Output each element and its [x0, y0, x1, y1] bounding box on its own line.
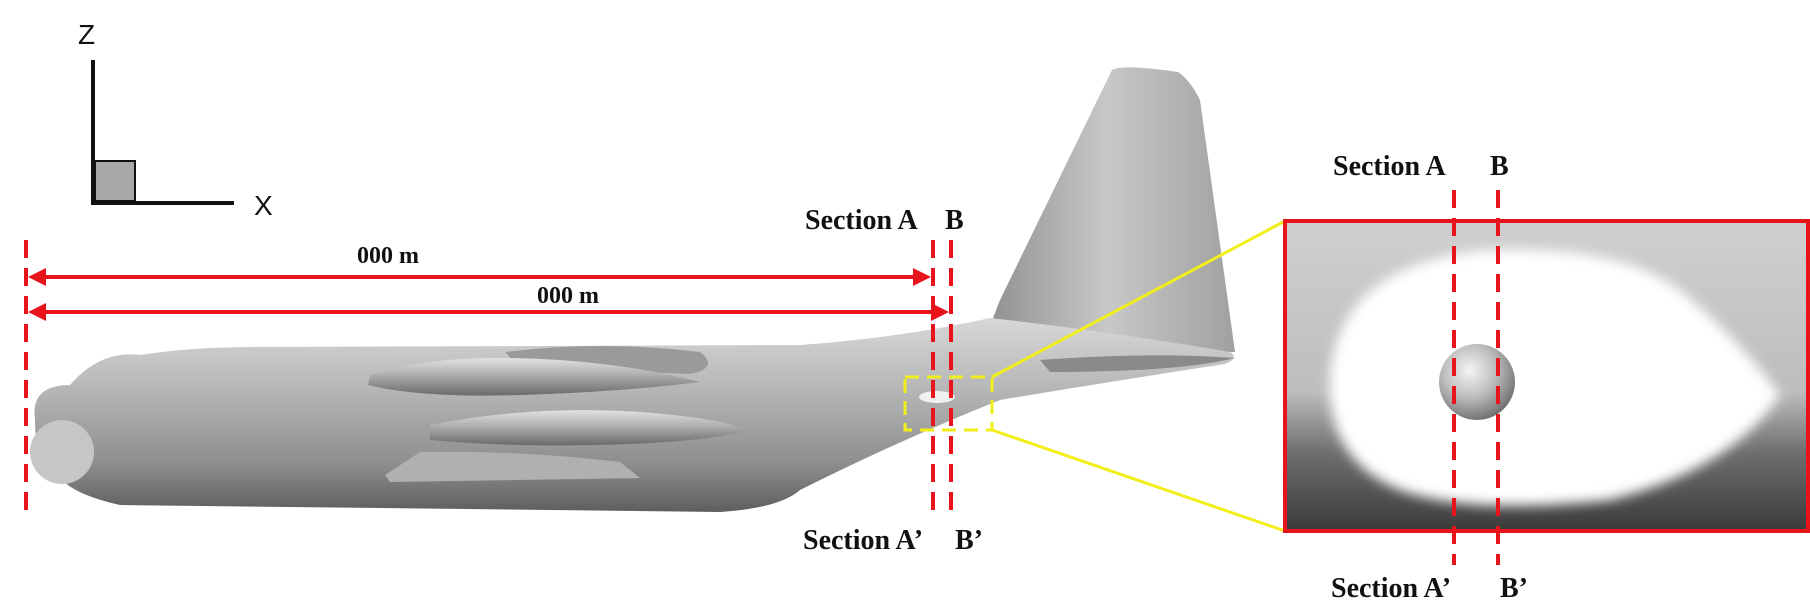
inset-airfoil-shape	[1329, 249, 1780, 506]
region-highlight-box	[903, 375, 994, 432]
engine-nacelle-lower	[430, 410, 748, 446]
inset-section-b-top-label: B	[1490, 151, 1509, 182]
dimension-label-a: 000 m	[357, 243, 419, 269]
inset-section-a-bottom-label: Section A’	[1331, 573, 1451, 604]
landing-gear-fairing	[385, 451, 640, 482]
aircraft-side-view	[30, 67, 1235, 512]
section-a-top-label: Section A	[805, 205, 919, 236]
inset-border	[1283, 219, 1810, 533]
section-marker-object	[919, 391, 955, 403]
coordinate-axes: Z X	[78, 19, 273, 221]
inset-sphere	[1439, 344, 1515, 420]
section-b-top-label: B	[945, 205, 964, 236]
dimension-label-b: 000 m	[537, 283, 599, 309]
axis-plane-square	[94, 160, 136, 202]
dimension-arrow-b: 000 m	[28, 283, 949, 321]
inset-section-a-top-label: Section A	[1333, 151, 1447, 182]
inset-section-b-bottom-label: B’	[1500, 573, 1528, 604]
zoom-inset: Section A B Section A’ B’	[1283, 151, 1810, 604]
vertical-tail	[980, 67, 1235, 352]
horizontal-stabilizer	[1040, 355, 1235, 372]
x-axis-label: X	[254, 190, 273, 221]
z-axis-label: Z	[78, 19, 95, 50]
engine-nacelle-upper	[368, 357, 700, 396]
nose-cone	[30, 420, 94, 484]
aircraft-section-lines	[24, 240, 953, 510]
section-b-bottom-label: B’	[955, 525, 983, 556]
section-a-bottom-label: Section A’	[803, 525, 923, 556]
callout-lines	[991, 219, 1286, 533]
dimension-arrow-a: 000 m	[28, 243, 931, 286]
